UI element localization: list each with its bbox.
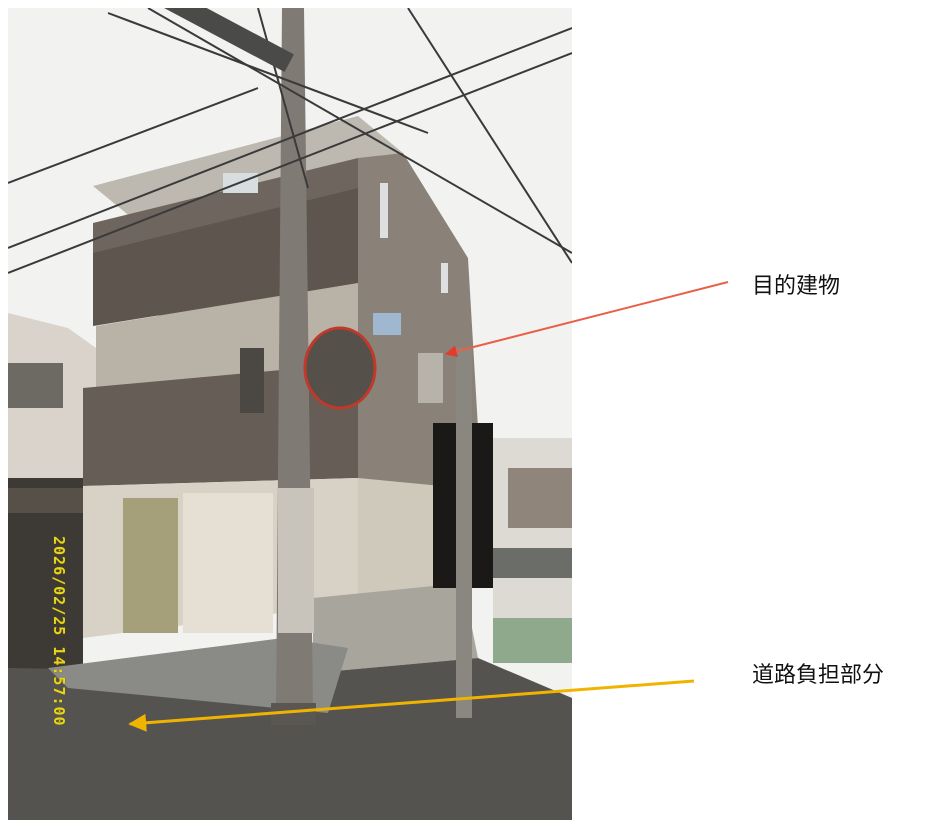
traffic-mirror: [303, 326, 377, 410]
photo-timestamp: 2026/02/25 14:57:00: [50, 536, 68, 727]
second-pole: [456, 348, 472, 718]
target-building-label: 目的建物: [752, 274, 841, 299]
background-houses-right: [493, 438, 572, 663]
street-photo: 2026/02/25 14:57:00: [8, 8, 572, 820]
building-photo-illustration: [8, 8, 572, 820]
power-lines: [8, 8, 572, 274]
block-wall: [313, 583, 478, 673]
pole-crossarm: [152, 8, 294, 73]
signal-box: [240, 348, 264, 413]
road-burden-label: 道路負担部分: [752, 663, 885, 688]
